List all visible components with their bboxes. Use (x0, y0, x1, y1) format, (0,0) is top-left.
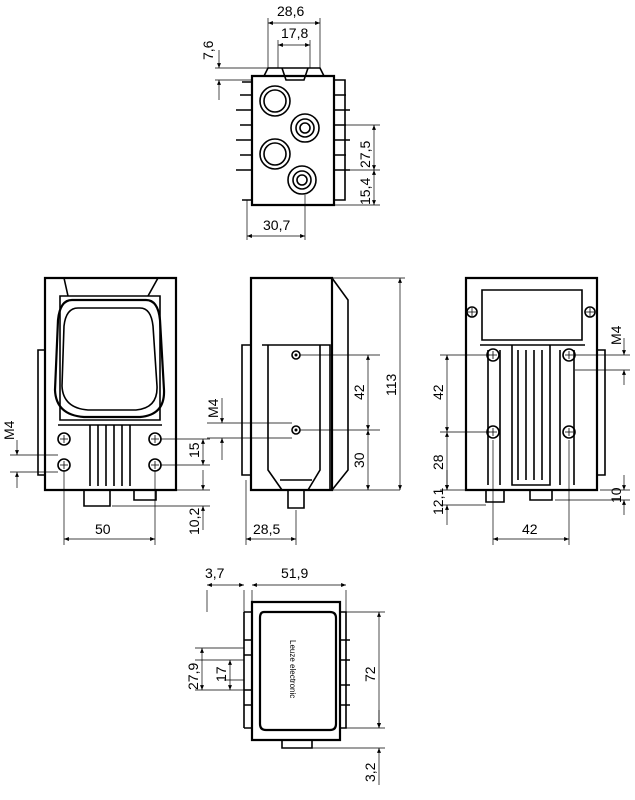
dim-top-width-outer: 28,6 (277, 3, 304, 19)
dim-front-bottom-10-2: 10,2 (186, 508, 202, 535)
dim-top-bottom-width: 30,7 (263, 217, 290, 233)
back-view: M4 42 28 12,1 10 42 (430, 276, 630, 545)
leuze-logo: Leuze electronic (288, 640, 297, 698)
dim-front-bottom-50: 50 (95, 521, 111, 537)
dim-back-12-1: 12,1 (430, 488, 446, 515)
dim-side-30: 30 (351, 452, 367, 468)
dim-back-m4: M4 (608, 325, 624, 345)
dim-top-right-lower: 15,4 (357, 178, 373, 205)
dim-bottom-72: 72 (362, 666, 378, 682)
dim-top-right-upper: 27,5 (357, 141, 373, 168)
dim-front-m4: M4 (1, 420, 17, 440)
dim-side-bottom-28-5: 28,5 (253, 521, 280, 537)
dim-back-bottom-42: 42 (522, 521, 538, 537)
dim-side-m4: M4 (205, 398, 221, 418)
dim-top-width-inner: 17,8 (281, 25, 308, 41)
dim-side-113: 113 (383, 373, 399, 396)
dim-back-42: 42 (430, 384, 446, 400)
dim-side-42: 42 (351, 384, 367, 400)
dim-front-right-15: 15 (186, 442, 202, 458)
dim-back-10: 10 (608, 487, 624, 503)
dim-top-height-left: 7,6 (200, 40, 216, 60)
dim-bottom-51-9: 51,9 (281, 565, 308, 581)
top-view: 28,6 17,8 7,6 27,5 15,4 30,7 (200, 3, 380, 240)
dim-bottom-3-7: 3,7 (205, 565, 225, 581)
dim-bottom-17: 17 (213, 666, 229, 682)
dim-bottom-3-2: 3,2 (362, 762, 378, 782)
bottom-view: Leuze electronic 3,7 51,9 27,9 17 72 3,2 (185, 565, 385, 785)
dim-bottom-27-9: 27,9 (185, 663, 201, 690)
front-view: M4 15 10,2 50 (1, 276, 210, 545)
side-view: M4 42 30 113 28,5 (205, 276, 405, 545)
dim-back-28: 28 (430, 454, 446, 470)
